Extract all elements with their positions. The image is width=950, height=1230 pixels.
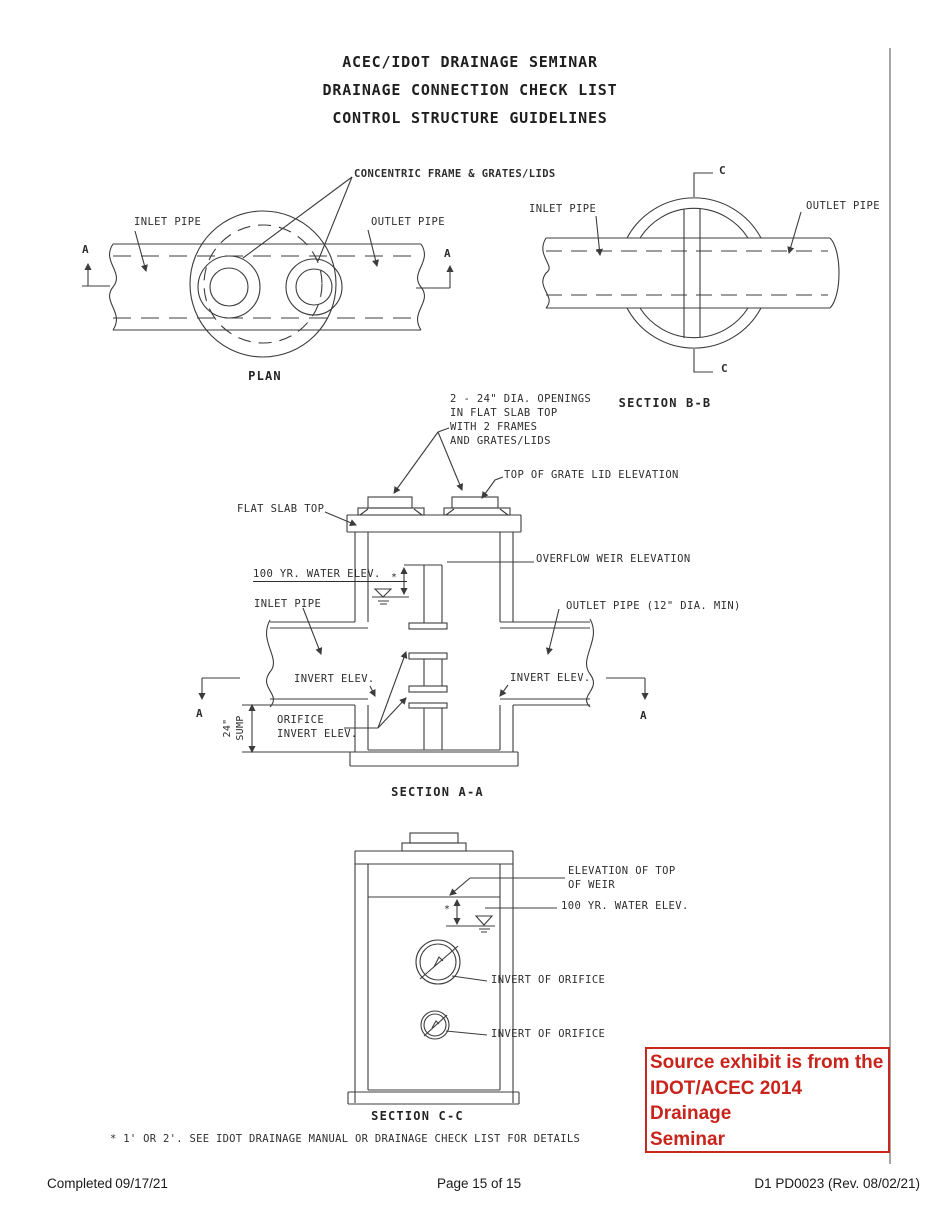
title-line-3: CONTROL STRUCTURE GUIDELINES (332, 109, 608, 127)
bb-outlet-pipe-label: OUTLET PIPE (806, 200, 880, 212)
bb-section-marker-c-top: C (719, 164, 726, 177)
cc-top-of-weir-label-line-1: ELEVATION OF TOP (568, 865, 676, 877)
aa-invert-elev-left-label: INVERT ELEV. (294, 673, 375, 685)
footer-completed-date: 09/17/21 (115, 1176, 168, 1191)
plan-concentric-frame-label: CONCENTRIC FRAME & GRATES/LIDS (354, 168, 556, 180)
section-cc-caption: SECTION C-C (371, 1109, 464, 1123)
cc-top-of-weir-label-line-2: OF WEIR (568, 879, 616, 891)
section-bb-caption: SECTION B-B (618, 396, 712, 410)
aa-callout-line-4: AND GRATES/LIDS (450, 435, 551, 447)
plan-inlet-pipe-label: INLET PIPE (134, 216, 202, 228)
aa-section-marker-a-left: A (196, 707, 203, 720)
bb-section-marker-c-bottom: C (721, 362, 728, 375)
cc-asterisk: * (444, 904, 451, 915)
footnote: * 1' OR 2'. SEE IDOT DRAINAGE MANUAL OR … (110, 1133, 581, 1145)
footer-page-number: Page 15 of 15 (437, 1176, 522, 1191)
section-aa-linework (198, 427, 649, 767)
aa-orifice-invert-label-line-1: ORIFICE (277, 714, 325, 726)
aa-outlet-pipe-label: OUTLET PIPE (12" DIA. MIN) (566, 600, 741, 612)
footer-completed-label: Completed (47, 1176, 113, 1191)
aa-flat-slab-top-label: FLAT SLAB TOP (237, 503, 325, 515)
aa-callout-line-1: 2 - 24" DIA. OPENINGS (450, 393, 592, 405)
aa-orifice-invert-label-line-2: INVERT ELEV. (277, 728, 358, 740)
cc-invert-orifice-upper-label: INVERT OF ORIFICE (491, 974, 606, 986)
source-note-box: Source exhibit is from the IDOT/ACEC 201… (645, 1047, 890, 1153)
source-note-line-2: IDOT/ACEC 2014 Drainage (650, 1077, 803, 1125)
aa-section-marker-a-right: A (640, 709, 647, 722)
source-note-line-3: Seminar (650, 1128, 725, 1150)
section-bb-linework (542, 172, 840, 373)
aa-overflow-weir-label: OVERFLOW WEIR ELEVATION (536, 553, 691, 565)
footer-doc-ref: D1 PD0023 (Rev. 08/02/21) (754, 1176, 920, 1191)
aa-water-elev-label: 100 YR. WATER ELEV. (253, 568, 407, 582)
aa-invert-elev-right-label: INVERT ELEV. (510, 672, 591, 684)
aa-sump-dimension: 24" (222, 718, 233, 738)
plan-view-linework (82, 176, 454, 358)
aa-sump-word: SUMP (235, 715, 246, 741)
title-line-1: ACEC/IDOT DRAINAGE SEMINAR (342, 53, 598, 71)
plan-section-marker-a-right: A (444, 247, 451, 260)
title-line-2: DRAINAGE CONNECTION CHECK LIST (322, 81, 618, 99)
page-title: ACEC/IDOT DRAINAGE SEMINAR DRAINAGE CONN… (205, 48, 735, 132)
plan-section-marker-a-left: A (82, 243, 89, 256)
aa-callout-line-2: IN FLAT SLAB TOP (450, 407, 558, 419)
plan-outlet-pipe-label: OUTLET PIPE (371, 216, 445, 228)
aa-inlet-pipe-label: INLET PIPE (254, 598, 322, 610)
plan-caption: PLAN (248, 369, 282, 383)
aa-callout-line-3: WITH 2 FRAMES (450, 421, 538, 433)
section-cc-linework (347, 832, 565, 1105)
aa-top-of-grate-label: TOP OF GRATE LID ELEVATION (504, 469, 679, 481)
bb-inlet-pipe-label: INLET PIPE (529, 203, 597, 215)
section-aa-caption: SECTION A-A (391, 785, 484, 799)
cc-water-elev-label: 100 YR. WATER ELEV. (561, 900, 689, 912)
aa-asterisk: * (391, 572, 398, 583)
cc-invert-orifice-lower-label: INVERT OF ORIFICE (491, 1028, 606, 1040)
source-note-line-1: Source exhibit is from the (650, 1052, 884, 1073)
